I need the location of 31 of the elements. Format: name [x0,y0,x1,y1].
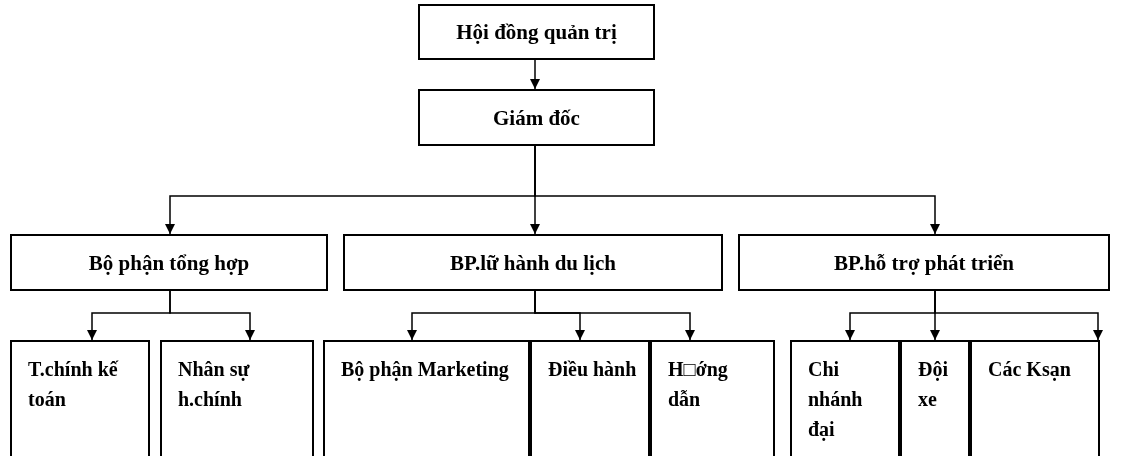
box-label: Điều hành [548,357,637,382]
box-label: Hội đồng quản trị [456,20,617,44]
arrow [534,290,695,341]
arrow [530,59,540,90]
department-box [530,340,650,456]
box-label: Bộ phận tổng hợp [88,250,250,275]
box-label: T.chính kế toán [28,357,120,412]
box-label: Nhân sự h.chính [178,357,251,412]
department-box [650,340,775,456]
department-box [790,340,900,456]
org-box [738,234,1110,291]
box-label: Đội xe [918,357,949,412]
arrow [169,290,255,341]
arrow [934,290,1103,341]
department-box [323,340,530,456]
box-label: H□ớng dẫn [668,357,729,412]
department-box [10,340,150,456]
box-label: BP.hỗ trợ phát triển [834,250,1014,275]
org-box [10,234,328,291]
arrow [534,145,940,235]
org-box [343,234,723,291]
department-box [970,340,1100,456]
org-box [418,4,655,60]
department-box [900,340,970,456]
org-box [418,89,655,146]
box-label: BP.lữ hành du lịch [450,250,616,275]
box-label: Chi nhánh đại [808,357,864,443]
box-label: Bộ phận Marketing [341,357,509,383]
box-label: Giám đốc [493,105,580,130]
box-label: Các Ksạn [988,357,1071,383]
department-box [160,340,314,456]
